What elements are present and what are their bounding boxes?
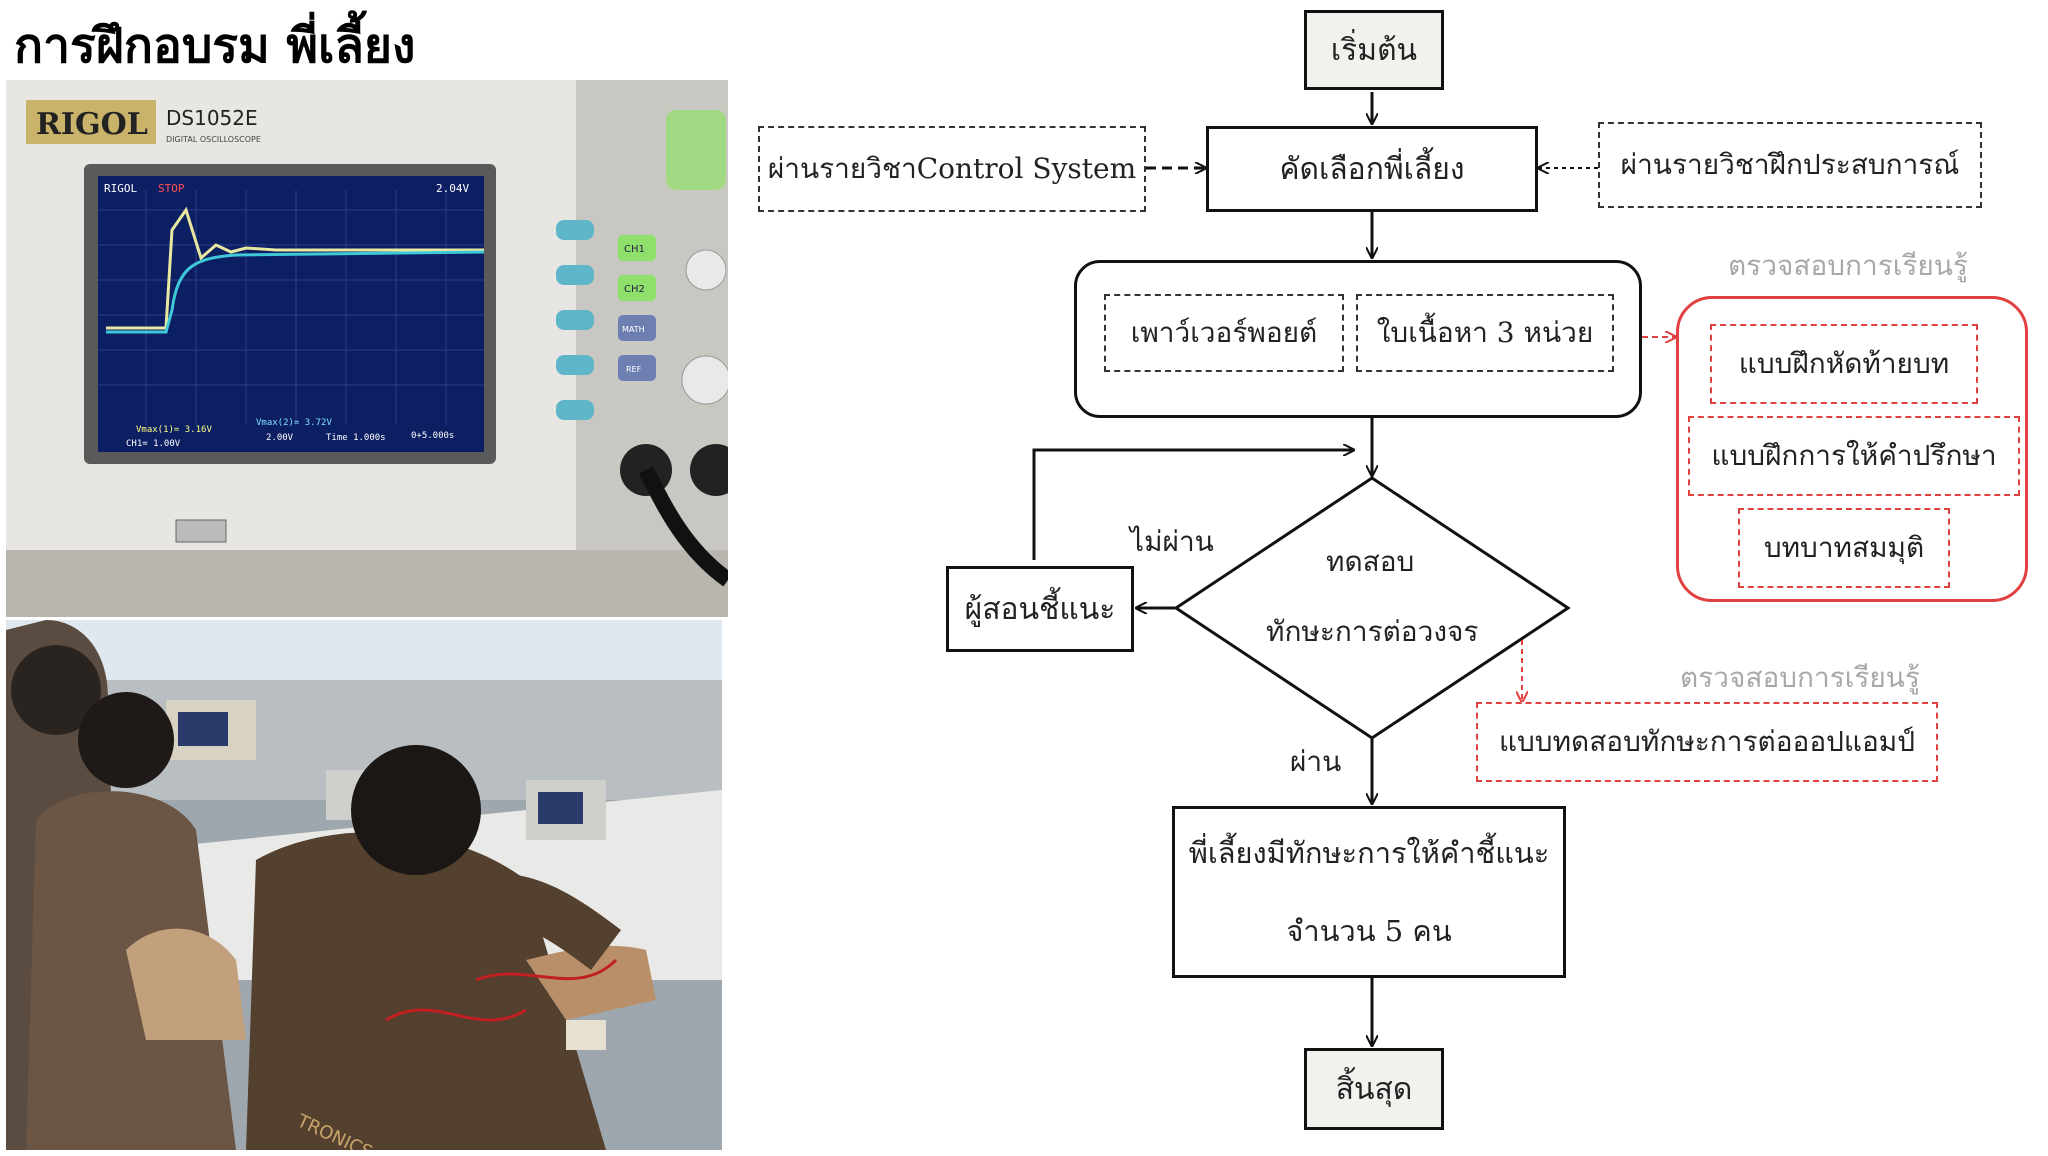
btn-ch2: CH2 [624,284,645,295]
readout-ch2: 2.00V [266,433,294,443]
result-node: พี่เลี้ยงมีทักษะการให้คำชี้แนะ จำนวน 5 ค… [1172,806,1566,978]
result-line-1: พี่เลี้ยงมีทักษะการให้คำชี้แนะ [1188,836,1550,870]
btn-ch1: CH1 [624,244,645,255]
eval-label-top: ตรวจสอบการเรียนรู้ [1728,249,1968,282]
yellow-trace [106,206,484,330]
readout-time: Time 1.000s [326,433,386,443]
btn-math: MATH [622,325,645,334]
eval-group [1676,296,2028,602]
instructor-guidance-node: ผู้สอนชี้แนะ [946,566,1134,652]
readout-1: Vmax(1)= 3.16V [136,425,212,435]
arrow-loop-back [1032,450,1354,560]
oscilloscope-photo: RIGOL DS1052E DIGITAL OSCILLOSCOPE RIGOL… [6,80,728,617]
readout-delay: 0+5.000s [411,431,454,441]
select-mentor-node: คัดเลือกพี่เลี้ยง [1206,126,1538,212]
scope-model-sub: DIGITAL OSCILLOSCOPE [166,135,261,144]
eval-label-bottom: ตรวจสอบการเรียนรู้ [1680,661,1920,694]
decision-text-1: ทดสอบ [1326,545,1415,578]
screen-brand: RIGOL [104,182,137,195]
page-title: การฝึกอบรม พี่เลี้ยง [14,18,416,74]
material-powerpoint: เพาว์เวอร์พอยต์ [1104,294,1344,372]
eval-item-consulting: แบบฝึกการให้คำปรึกษา [1688,416,2020,496]
eval-item-roleplay: บทบาทสมมุติ [1738,508,1950,588]
eval-test-opamp: แบบทดสอบทักษะการต่อออปแอมป์ [1476,702,1938,782]
start-node: เริ่มต้น [1304,10,1444,90]
scope-model: DS1052E [166,106,258,130]
oscilloscope-illustration: RIGOL DS1052E DIGITAL OSCILLOSCOPE RIGOL… [6,80,728,617]
readout-ch1: CH1= 1.00V [126,439,181,449]
material-content-sheets: ใบเนื้อหา 3 หน่วย [1356,294,1614,372]
lab-illustration: TRONICS [6,620,722,1150]
result-line-2: จำนวน 5 คน [1286,914,1452,948]
readout-2: Vmax(2)= 3.72V [256,418,332,428]
eval-item-exercise: แบบฝึกหัดท้ายบท [1710,324,1978,404]
screen-status: STOP [158,182,185,195]
lab-photo: TRONICS [6,620,722,1150]
scope-screen [98,176,484,452]
prereq-right: ผ่านรายวิชาฝึกประสบการณ์ [1598,122,1982,208]
pass-label: ผ่าน [1290,745,1342,778]
prereq-left: ผ่านรายวิชาControl System [758,126,1146,212]
decision-diamond [1173,476,1571,740]
btn-ref: REF [626,365,642,374]
screen-trigger: 2.04V [436,182,469,195]
scope-brand: RIGOL [36,107,148,142]
cyan-trace [106,250,485,334]
fail-label: ไม่ผ่าน [1130,525,1214,558]
end-node: สิ้นสุด [1304,1048,1444,1130]
decision-text-2: ทักษะการต่อวงจร [1266,615,1479,648]
